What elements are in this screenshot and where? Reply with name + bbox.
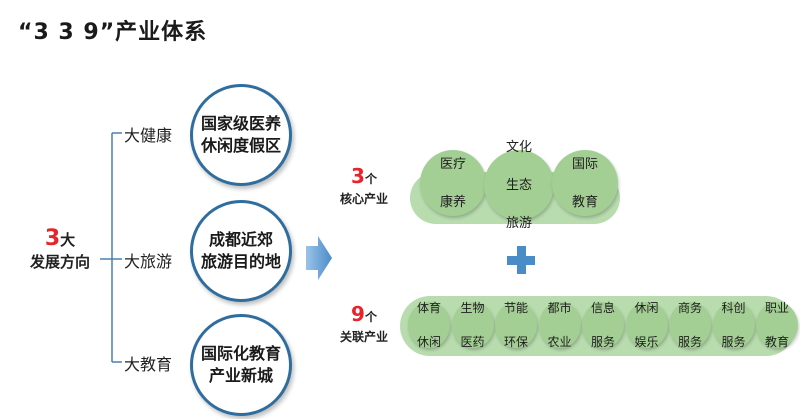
core-unit: 个 [364,172,377,186]
related-item-line: 都市 [547,300,572,315]
related-item-line: 休闲 [634,300,659,315]
related-item: 科创服务 [712,300,755,349]
circle-tourism-destination: 成都近郊旅游目的地 [190,200,292,302]
related-item-line: 教育 [764,334,789,349]
core-item-medical-care: 医疗康养 [420,150,486,216]
core-2-line2: 教育 [571,194,598,210]
branch-tourism-label: 大旅游 [124,252,173,271]
core-count: 3 [351,164,365,188]
core-item-culture-tourism: 文化生态旅游 [484,140,554,231]
core-2-line1: 国际 [571,156,598,172]
related-item-line: 科创 [721,300,746,315]
circle-education-line2: 产业新城 [208,366,273,385]
related-item-line: 农业 [547,334,572,349]
core-0-line1: 医疗 [439,156,466,172]
related-item: 信息服务 [582,300,624,349]
circle-education-line1: 国际化教育 [200,344,281,363]
related-item-line: 生物 [460,300,485,315]
branch-education-label: 大教育 [124,355,173,374]
related-item-line: 服务 [677,334,702,349]
core-1-line3: 旅游 [505,215,532,231]
direction-label: 发展方向 [29,253,90,271]
related-item-line: 节能 [503,300,528,315]
related-item: 职业教育 [756,300,798,349]
related-count: 9 [351,302,365,326]
core-1-line2: 生态 [505,177,532,193]
core-item-intl-education: 国际教育 [552,150,618,216]
circle-health-resort: 国家级医养休闲度假区 [190,84,292,186]
circle-education-city: 国际化教育产业新城 [190,314,292,416]
circle-health-line2: 休闲度假区 [200,136,281,155]
direction-unit: 大 [60,231,76,249]
core-industry-heading: 3个 核心产业 [332,166,396,209]
related-unit: 个 [364,310,377,324]
related-item-line: 体育 [416,300,441,315]
related-item-line: 信息 [590,300,615,315]
related-item: 生物医药 [451,300,494,349]
circle-health-line1: 国家级医养 [200,114,281,133]
related-item: 节能环保 [495,300,537,349]
related-item-line: 职业 [764,300,789,315]
related-industry-heading: 9个 关联产业 [332,304,396,347]
development-directions: 3大 发展方向 [20,228,100,273]
related-item: 商务服务 [669,300,711,349]
related-item: 休闲娱乐 [625,300,668,349]
branch-health-label: 大健康 [124,126,173,145]
related-item-line: 服务 [721,334,746,349]
plus-icon [507,246,535,274]
circle-tourism-line1: 成都近郊 [208,230,273,249]
circle-tourism-line2: 旅游目的地 [200,252,281,271]
related-item: 体育休闲 [408,300,450,349]
core-0-line2: 康养 [439,194,466,210]
related-item-line: 休闲 [416,334,441,349]
right-arrow-icon [306,236,332,280]
related-item-line: 娱乐 [634,334,659,349]
page-title: “3 3 9”产业体系 [18,20,208,45]
related-label: 关联产业 [339,330,388,344]
core-label: 核心产业 [339,192,388,206]
related-item-line: 服务 [590,334,615,349]
core-1-line1: 文化 [505,139,532,155]
direction-count: 3 [44,226,61,251]
related-item: 都市农业 [538,300,581,349]
related-item-line: 医药 [460,334,485,349]
related-item-line: 环保 [503,334,528,349]
related-item-line: 商务 [677,300,702,315]
